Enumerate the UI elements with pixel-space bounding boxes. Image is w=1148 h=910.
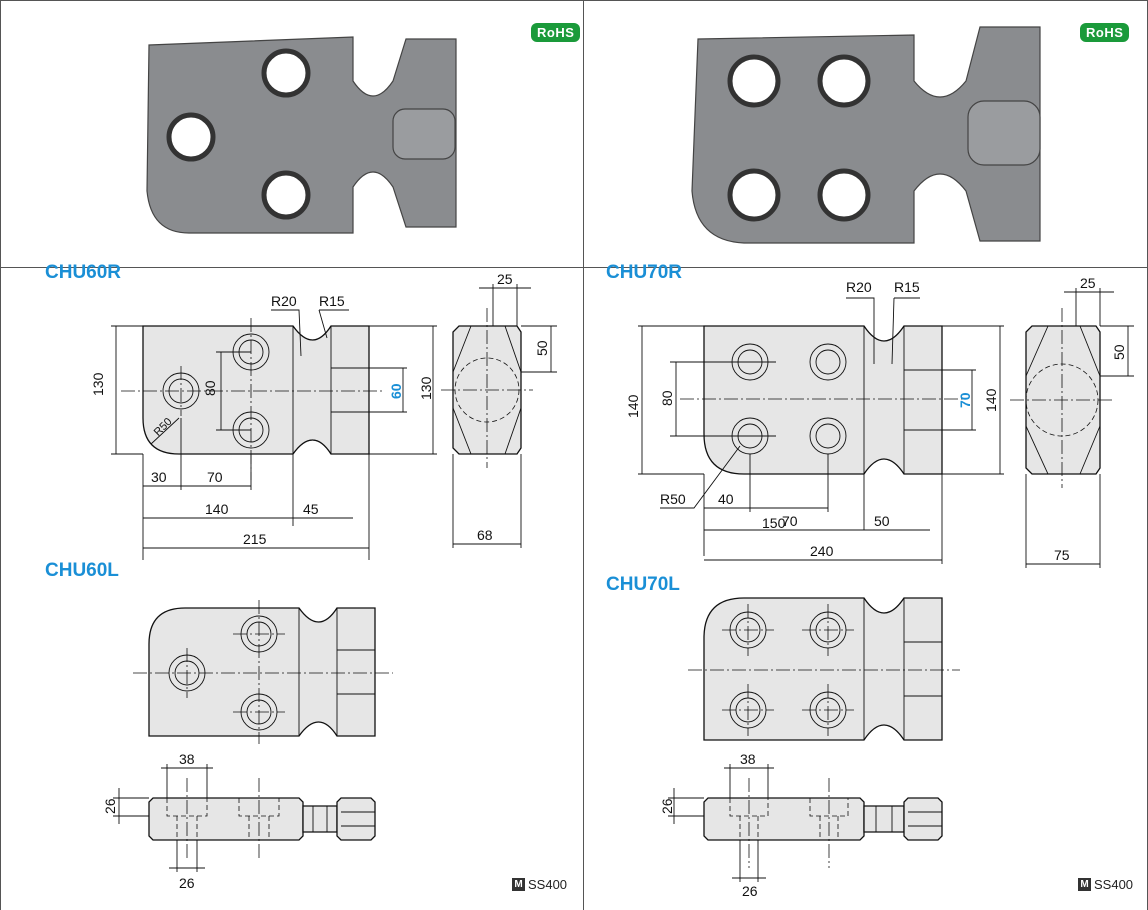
material-text: SS400 (528, 877, 568, 892)
dim-26-vertical: 26 (659, 798, 675, 814)
chu60-front-view: 38 26 26 (102, 751, 376, 891)
chu70l-top-view (688, 597, 960, 741)
chu60-side-view: 25 50 68 (441, 271, 557, 548)
dim-50: 50 (1111, 344, 1127, 360)
dim-70-vertical: 70 (957, 392, 973, 408)
dim-70: 70 (782, 513, 798, 529)
dim-140-left: 140 (625, 394, 641, 418)
dim-50: 50 (534, 340, 550, 356)
photo-chu70-drawing (691, 26, 1041, 244)
rohs-badge: RoHS (1080, 23, 1130, 42)
dim-75: 75 (1054, 547, 1070, 563)
dim-38: 38 (179, 751, 195, 767)
material-icon: M (512, 878, 525, 891)
material-icon: M (1078, 878, 1091, 891)
chu60r-top-view: 130 80 60 130 R20 R15 R50 30 70 140 45 2… (90, 293, 437, 560)
drawing-panel-chu70: CHU70R CHU70L 140 80 70 140 R20 R15 R50 (584, 262, 1148, 910)
dim-r15: R15 (319, 293, 345, 309)
dim-25: 25 (1080, 275, 1096, 291)
dim-70: 70 (207, 469, 223, 485)
model-title-chu70r: CHU70R (606, 262, 683, 283)
dim-50-horizontal: 50 (874, 513, 890, 529)
dim-130: 130 (90, 372, 106, 396)
dim-80: 80 (202, 380, 218, 396)
chu70r-top-view: 140 80 70 140 R20 R15 R50 40 70 150 50 2… (625, 279, 1004, 564)
technical-drawing-chu70: 140 80 70 140 R20 R15 R50 40 70 150 50 2… (625, 275, 1134, 899)
chu70-side-view: 25 50 75 (1010, 275, 1134, 568)
dim-26-horizontal: 26 (179, 875, 195, 891)
dim-68: 68 (477, 527, 493, 543)
material-text: SS400 (1094, 877, 1134, 892)
material-label: M SS400 (1078, 877, 1133, 892)
product-photo-chu70: RoHS (584, 0, 1148, 268)
photo-chu60-drawing (146, 36, 457, 234)
chu70-front-view: 38 26 26 (659, 751, 943, 899)
dim-26-horizontal: 26 (742, 883, 758, 899)
dim-r50: R50 (660, 491, 686, 507)
dim-130-right: 130 (418, 376, 434, 400)
chu60l-top-view (133, 600, 393, 744)
dim-26-vertical: 26 (102, 798, 118, 814)
dim-215: 215 (243, 531, 267, 547)
dim-140-right-label: 140 (983, 388, 999, 412)
model-title-chu60r: CHU60R (45, 262, 122, 283)
material-label: M SS400 (512, 877, 567, 892)
dim-r20: R20 (271, 293, 297, 309)
dim-25: 25 (497, 271, 513, 287)
dim-150: 150 (762, 515, 786, 531)
dim-38: 38 (740, 751, 756, 767)
model-title-chu70l: CHU70L (606, 574, 680, 595)
technical-drawing-chu60: 130 80 60 130 R20 R15 R50 30 70 140 45 2… (90, 271, 557, 891)
rohs-badge: RoHS (531, 23, 581, 42)
drawing-panel-chu60: CHU60R CHU60L 130 80 60 130 R20 R15 R (0, 262, 584, 910)
dim-r15: R15 (894, 279, 920, 295)
dim-140: 140 (205, 501, 229, 517)
dim-45: 45 (303, 501, 319, 517)
dim-r20: R20 (846, 279, 872, 295)
dim-40: 40 (718, 491, 734, 507)
dim-80: 80 (659, 390, 675, 406)
model-title-chu60l: CHU60L (45, 560, 119, 581)
dim-60: 60 (388, 383, 404, 399)
dim-240: 240 (810, 543, 834, 559)
dim-30: 30 (151, 469, 167, 485)
product-photo-chu60: RoHS (0, 0, 584, 268)
